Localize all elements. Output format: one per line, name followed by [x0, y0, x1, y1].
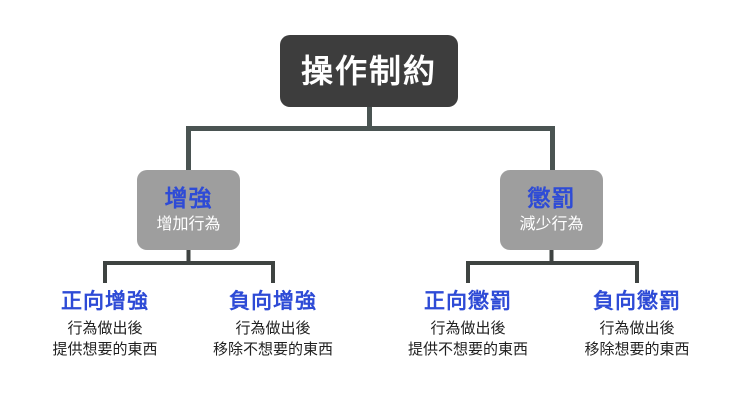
- leaf-negative-reinforcement: 負向增強 行為做出後 移除不想要的東西: [185, 289, 361, 360]
- leaf-description-line: 提供想要的東西: [52, 341, 158, 359]
- leaf-title: 負向增強: [229, 290, 317, 313]
- leaf-description-line: 移除不想要的東西: [212, 341, 333, 359]
- leaf-positive-reinforcement: 正向增強 行為做出後 提供想要的東西: [17, 289, 193, 360]
- leaf-title: 負向懲罰: [593, 290, 681, 313]
- leaf-positive-punishment: 正向懲罰 行為做出後 提供不想要的東西: [380, 289, 556, 360]
- connector-root-to-branches: [186, 103, 555, 170]
- root-node: 操作制約: [280, 35, 458, 107]
- leaf-description-line: 提供不想要的東西: [407, 341, 528, 359]
- branch-node-punishment: 懲罰 減少行為: [500, 170, 603, 250]
- leaf-description-line: 行為做出後: [67, 320, 143, 338]
- leaf-negative-punishment: 負向懲罰 行為做出後 移除想要的東西: [549, 289, 725, 360]
- connector-branch-right-to-leaves: [466, 248, 639, 283]
- leaf-title: 正向增強: [61, 290, 149, 313]
- branch-node-reinforcement: 增強 增加行為: [137, 170, 240, 250]
- branch-reinforcement-title: 增強: [164, 185, 213, 212]
- branch-punishment-title: 懲罰: [527, 185, 576, 212]
- leaf-description-line: 行為做出後: [235, 320, 311, 338]
- branch-punishment-subtitle: 減少行為: [519, 216, 584, 234]
- leaf-description-line: 行為做出後: [430, 320, 506, 338]
- connector-branch-left-to-leaves: [103, 248, 275, 283]
- leaf-description-line: 行為做出後: [599, 320, 675, 338]
- leaf-title: 正向懲罰: [424, 290, 512, 313]
- branch-reinforcement-subtitle: 增加行為: [156, 216, 221, 234]
- leaf-description-line: 移除想要的東西: [584, 341, 690, 359]
- root-node-title: 操作制約: [300, 53, 437, 89]
